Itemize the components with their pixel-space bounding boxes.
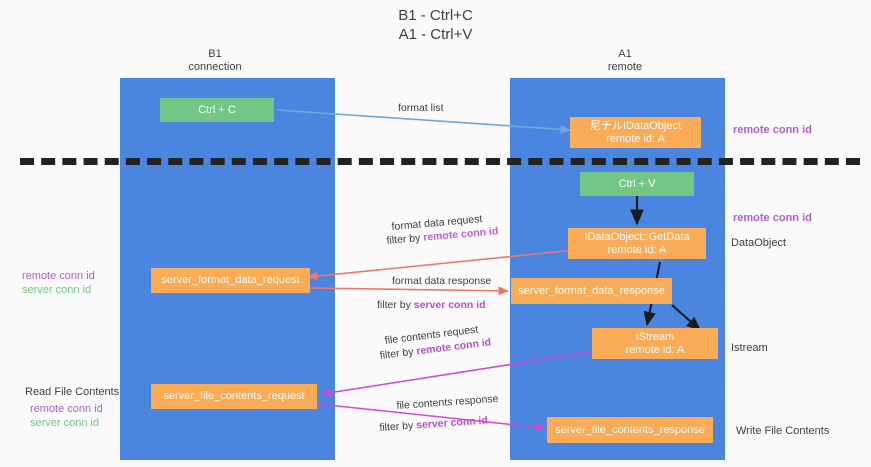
- annotation-istream: Istream: [731, 342, 768, 354]
- annotation-remote-conn-id: remote conn id: [22, 270, 95, 282]
- arrow-file-contents-response: [317, 403, 546, 432]
- arrow-response-to-istream: [671, 304, 701, 331]
- page-title: B1 - Ctrl+C A1 - Ctrl+V: [398, 7, 473, 43]
- arrow-format-list: [276, 109, 571, 134]
- annotation-server-conn-id: server conn id: [30, 417, 100, 429]
- annotation-read-file-contents: Read File Contents: [25, 386, 120, 398]
- box-server-file-contents-response[interactable]: server_file_contents_response: [547, 417, 713, 443]
- filter-key-server-conn-id: server conn id: [413, 299, 486, 311]
- edge-label-format-data-response: format data response: [392, 275, 492, 287]
- box-server-file-contents-request[interactable]: server_file_contents_request: [151, 384, 317, 409]
- annotation-remote-conn-id-top: remote conn id: [733, 124, 812, 136]
- filter-prefix: filter by: [377, 299, 414, 311]
- filter-prefix: filter by: [379, 419, 417, 434]
- box-server-format-data-response[interactable]: server_format_data_response: [511, 278, 672, 304]
- annotation-remote-conn-id-mid: remote conn id: [733, 212, 812, 224]
- phase-divider: [20, 158, 860, 165]
- arrow-format-data-response: [309, 286, 509, 296]
- box-istream[interactable]: IStream remote id: A: [592, 328, 718, 359]
- annotation-dataobject: DataObject: [731, 237, 787, 249]
- box-idataobject-getdata[interactable]: IDataObject::GetData remote id: A: [568, 228, 706, 259]
- box-ctrl-c[interactable]: Ctrl + C: [160, 98, 274, 122]
- box-ctrl-v[interactable]: Ctrl + V: [580, 172, 694, 196]
- annotation-remote-conn-id: remote conn id: [30, 403, 103, 415]
- arrow-format-data-request: [307, 249, 576, 281]
- annotation-write-file-contents: Write File Contents: [736, 425, 830, 437]
- annotation-server-conn-id: server conn id: [22, 284, 92, 296]
- lane-header-a1: A1 remote: [607, 48, 643, 73]
- lane-header-b1: B1 connection: [188, 48, 242, 73]
- box-idataobject[interactable]: 尼チルIDataObject remote id: A: [570, 117, 701, 148]
- filter-prefix: filter by: [386, 231, 424, 247]
- box-server-format-data-request[interactable]: server_format_data_request: [151, 268, 310, 293]
- arrow-file-contents-request: [321, 351, 591, 397]
- annotation-left-conn-ids-bottom: remote conn id server conn id: [30, 402, 103, 430]
- edge-label-format-list: format list: [398, 102, 444, 114]
- edge-label-format-data-response-filter: filter by server conn id: [377, 298, 486, 312]
- annotation-left-conn-ids-top: remote conn id server conn id: [22, 269, 95, 297]
